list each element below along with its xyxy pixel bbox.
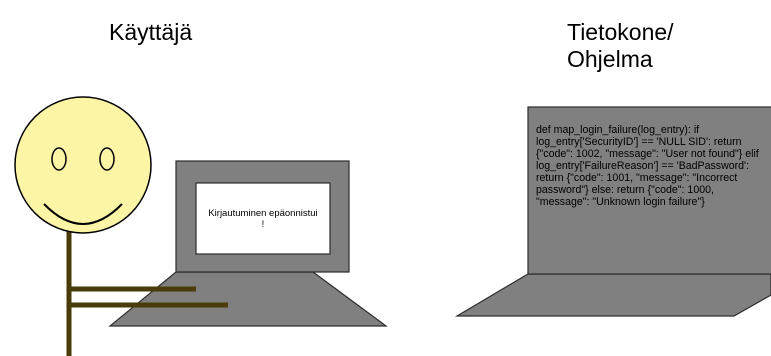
login-failure-message: Kirjautuminen epäonnistui ! (196, 183, 330, 254)
login-failure-text: Kirjautuminen epäonnistui ! (208, 208, 318, 230)
user-right-eye (100, 148, 114, 170)
computer-label-line1: Tietokone/ (567, 19, 727, 46)
computer-label-line2: Ohjelma (567, 46, 727, 73)
user-left-eye (52, 148, 66, 170)
computer-program-label: Tietokone/ Ohjelma (567, 19, 727, 73)
user-label: Käyttäjä (109, 19, 192, 46)
program-laptop-base (457, 274, 771, 316)
user-laptop-base (110, 272, 386, 326)
user-face (15, 97, 151, 233)
program-code-text: def map_login_failure(log_entry): if log… (536, 124, 761, 269)
